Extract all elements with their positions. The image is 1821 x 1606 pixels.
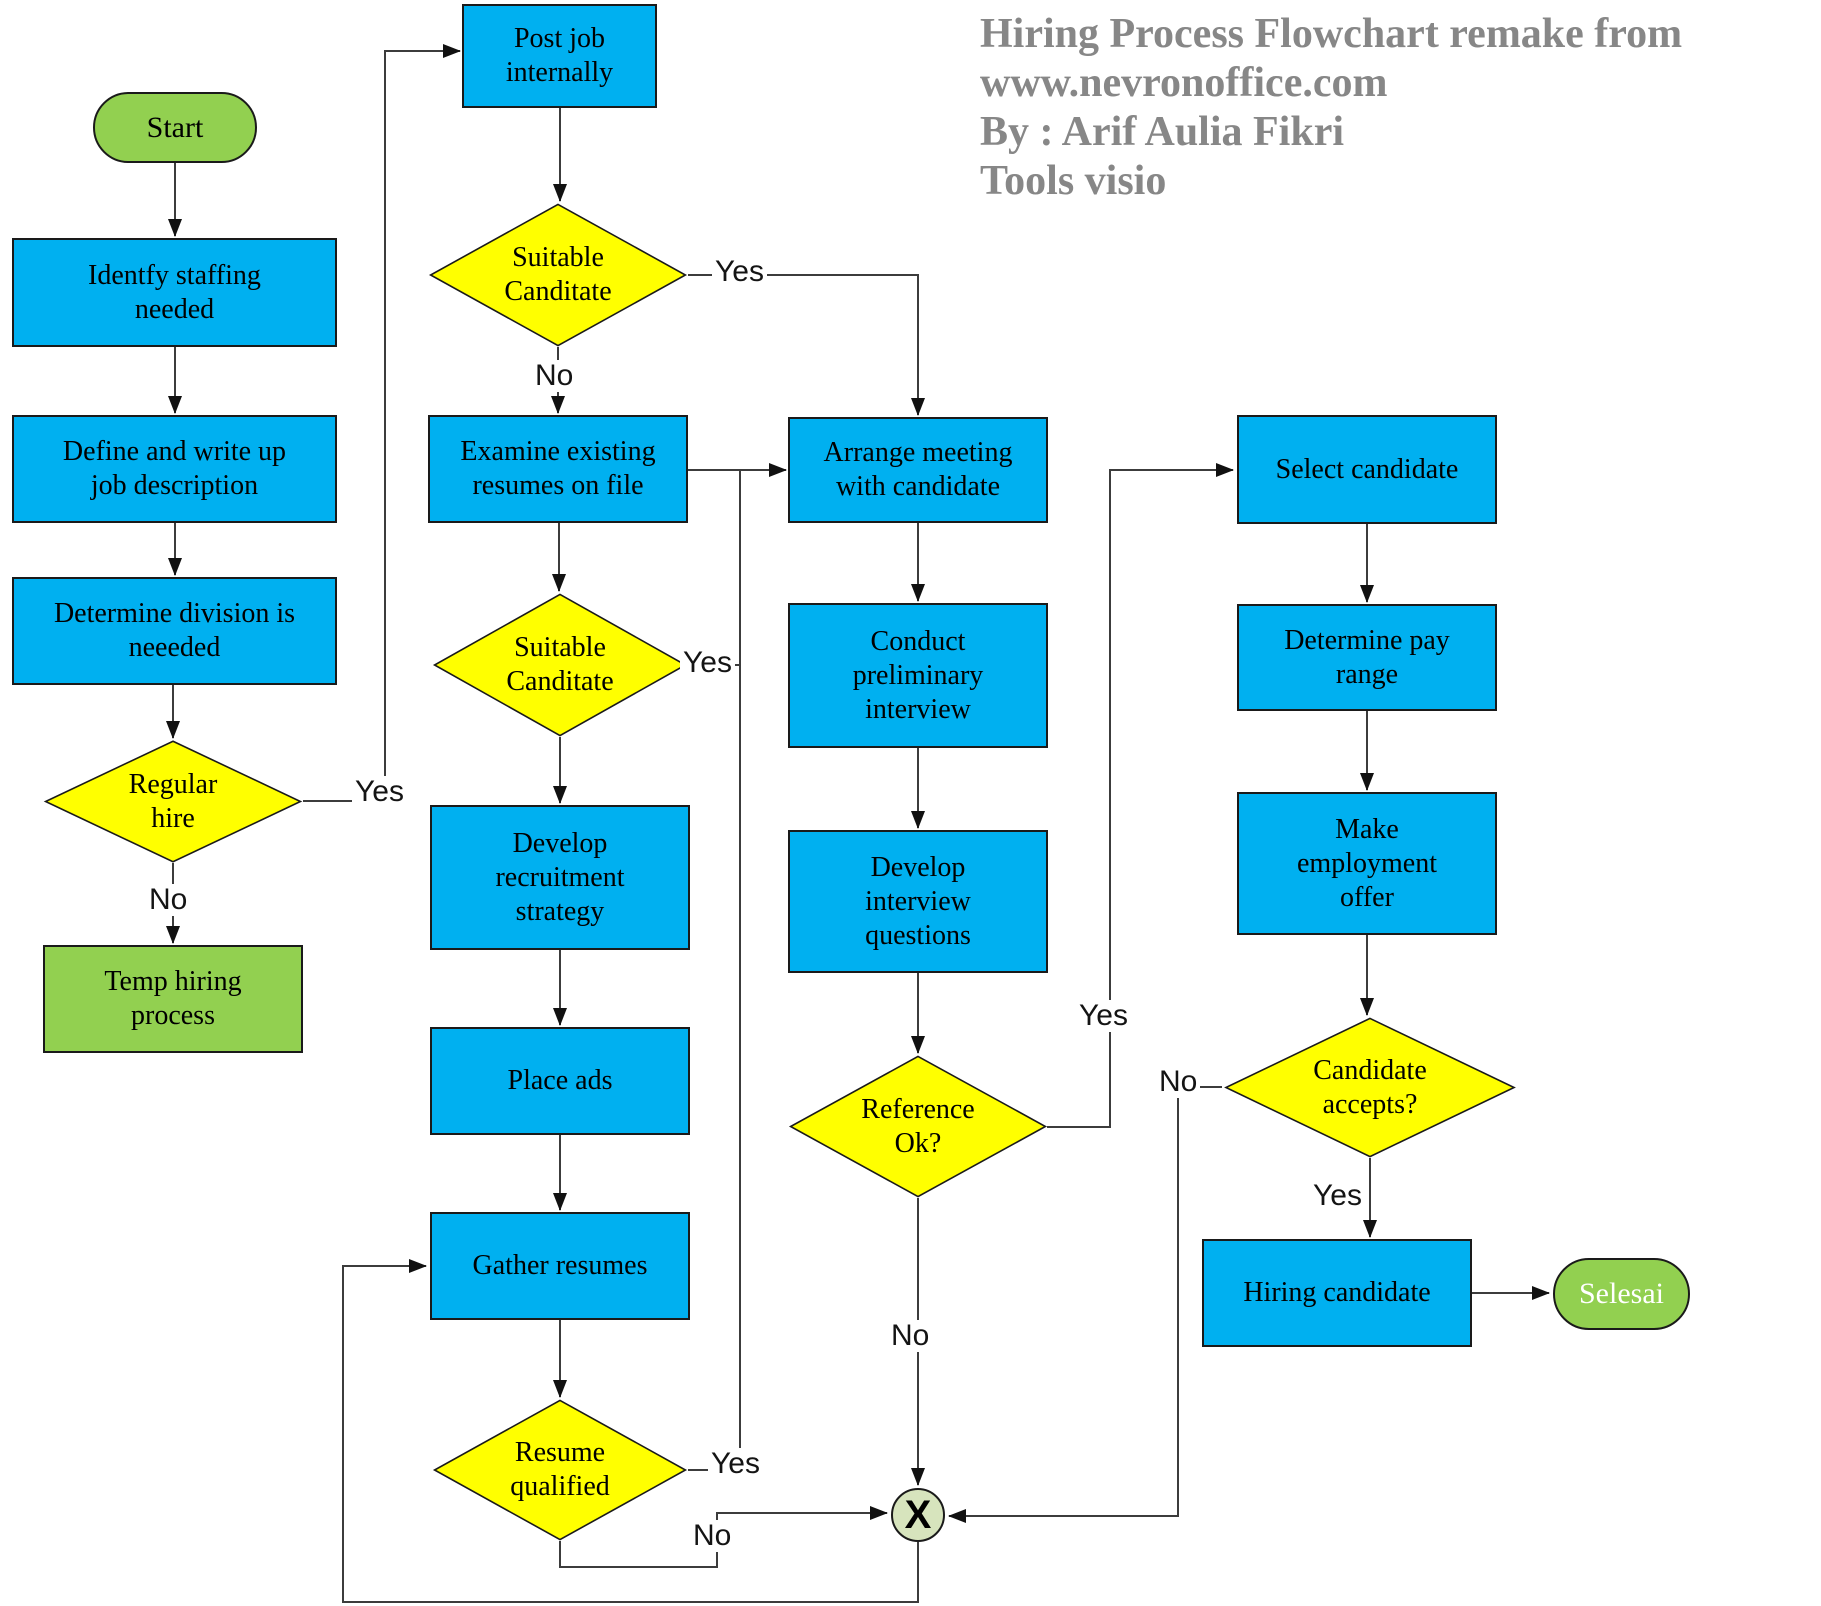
title-line-3: By : Arif Aulia Fikri <box>980 109 1345 155</box>
diamond-shape-icon <box>43 740 303 863</box>
diamond-shape-icon <box>432 593 688 737</box>
node-conduct-interview-label: Conduct preliminary interview <box>852 625 984 725</box>
title-line-4: Tools visio <box>980 158 1167 204</box>
node-resume-qualified-label: Resume qualified <box>510 1437 610 1502</box>
node-develop-questions: Develop interview questions <box>788 830 1048 973</box>
edge-reference-yes-to-select <box>1047 463 1234 1128</box>
edge-x-loop-to-gather <box>342 1259 919 1603</box>
label-suitable2-yes: Yes <box>680 647 735 679</box>
diamond-shape-icon <box>428 203 688 347</box>
node-select-candidate-label: Select candidate <box>1275 453 1459 485</box>
label-reference-no: No <box>888 1320 933 1352</box>
node-determine-pay-label: Determine pay range <box>1284 624 1450 690</box>
title-line-2: www.nevronoffice.com <box>980 60 1388 106</box>
node-make-offer-label: Make employment offer <box>1297 813 1437 913</box>
node-suitable-candidate-1-label: Suitable Canditate <box>504 242 612 307</box>
node-hiring-candidate-label: Hiring candidate <box>1243 1277 1431 1308</box>
x-merge-connector-label: X <box>904 1493 932 1537</box>
label-regular-hire-no: No <box>146 884 191 916</box>
node-hiring-candidate: Hiring candidate <box>1202 1239 1472 1347</box>
node-post-job-label: Post job internally <box>505 23 614 88</box>
node-candidate-accepts-label: Candidate accepts? <box>1313 1054 1427 1120</box>
node-gather-resumes: Gather resumes <box>430 1212 690 1320</box>
label-reference-yes: Yes <box>1076 1000 1131 1032</box>
label-suitable1-yes: Yes <box>712 256 767 288</box>
node-start: Start <box>93 92 257 163</box>
node-place-ads-label: Place ads <box>507 1065 613 1096</box>
node-resume-qualified: Resume qualified <box>432 1399 688 1541</box>
node-determine-division: Determine division is neeeded <box>12 577 337 685</box>
title-line-1: Hiring Process Flowchart remake from <box>980 11 1683 57</box>
node-arrange-meeting-label: Arrange meeting with candidate <box>823 437 1013 502</box>
node-reference-ok: Reference Ok? <box>788 1055 1048 1198</box>
node-post-job: Post job internally <box>462 4 657 108</box>
edge-regular-hire-yes-to-post-job <box>303 44 461 802</box>
node-make-offer: Make employment offer <box>1237 792 1497 935</box>
node-regular-hire-label: Regular hire <box>128 768 218 834</box>
node-suitable-candidate-2-label: Suitable Canditate <box>506 632 614 697</box>
node-identify-staffing-label: Identfy staffing needed <box>88 259 261 325</box>
node-gather-resumes-label: Gather resumes <box>472 1250 648 1281</box>
node-determine-division-label: Determine division is neeeded <box>53 598 296 663</box>
node-arrange-meeting: Arrange meeting with candidate <box>788 417 1048 523</box>
label-accepts-no: No <box>1156 1066 1201 1098</box>
label-suitable1-no: No <box>532 360 577 392</box>
label-accepts-yes: Yes <box>1310 1180 1365 1212</box>
x-merge-connector: X <box>891 1488 945 1542</box>
node-conduct-interview: Conduct preliminary interview <box>788 603 1048 748</box>
label-resume-qualified-no: No <box>690 1520 735 1552</box>
node-develop-strategy: Develop recruitment strategy <box>430 805 690 950</box>
node-define-job: Define and write up job description <box>12 415 337 523</box>
node-define-job-label: Define and write up job description <box>62 436 287 501</box>
node-develop-questions-label: Develop interview questions <box>865 851 971 951</box>
node-temp-hiring: Temp hiring process <box>43 945 303 1053</box>
node-temp-hiring-label: Temp hiring process <box>104 966 242 1031</box>
diamond-shape-icon <box>788 1055 1048 1198</box>
node-develop-strategy-label: Develop recruitment strategy <box>495 827 625 927</box>
node-examine-resumes-label: Examine existing resumes on file <box>460 436 656 501</box>
node-examine-resumes: Examine existing resumes on file <box>428 415 688 523</box>
node-selesai: Selesai <box>1553 1258 1690 1330</box>
title-block: Hiring Process Flowchart remake from www… <box>980 10 1810 206</box>
diamond-shape-icon <box>1223 1017 1517 1158</box>
node-place-ads: Place ads <box>430 1027 690 1135</box>
node-reference-ok-label: Reference Ok? <box>861 1093 975 1159</box>
diamond-shape-icon <box>432 1399 688 1541</box>
node-candidate-accepts: Candidate accepts? <box>1223 1017 1517 1158</box>
node-regular-hire: Regular hire <box>43 740 303 863</box>
node-suitable-candidate-1: Suitable Canditate <box>428 203 688 347</box>
node-select-candidate: Select candidate <box>1237 415 1497 524</box>
label-resume-qualified-yes: Yes <box>708 1448 763 1480</box>
node-suitable-candidate-2: Suitable Canditate <box>432 593 688 737</box>
node-start-label: Start <box>146 110 204 144</box>
label-regular-hire-yes: Yes <box>352 776 407 808</box>
node-determine-pay: Determine pay range <box>1237 604 1497 711</box>
edge-resume-qualified-no-to-x <box>559 1506 888 1568</box>
node-selesai-label: Selesai <box>1579 1277 1664 1310</box>
node-identify-staffing: Identfy staffing needed <box>12 238 337 347</box>
edge-suitable1-yes-to-arrange <box>688 274 925 416</box>
edge-resume-qualified-yes-merge <box>688 470 741 1471</box>
